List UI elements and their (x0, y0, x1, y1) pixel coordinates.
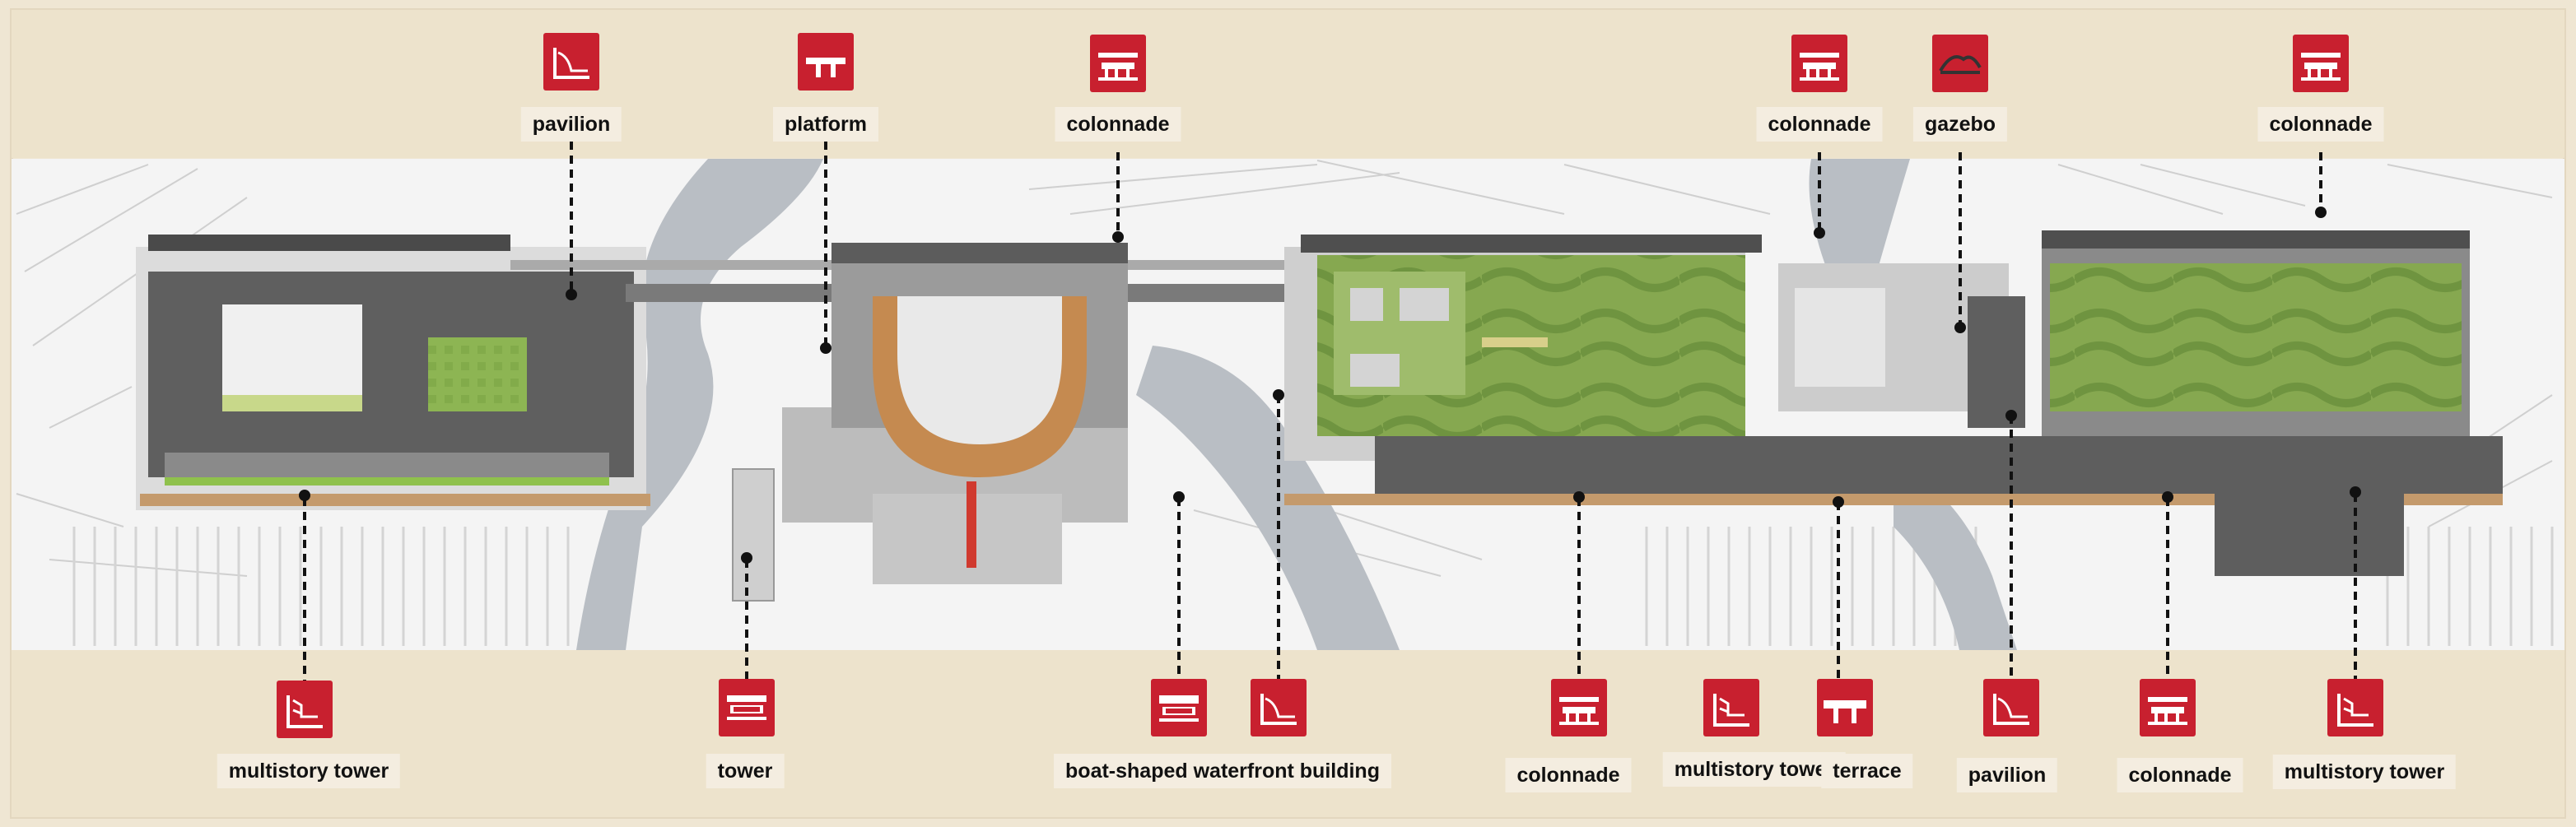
central-building (782, 243, 1128, 584)
street-grid (16, 160, 2553, 577)
callout-label-multistory-tower-1: multistory tower (217, 754, 401, 788)
callout-label-colonnade-1: colonnade (1055, 107, 1181, 142)
terrace-icon (1817, 679, 1873, 736)
multistory-tower-icon (277, 681, 333, 738)
callout-label-multistory-tower-3: multistory tower (2272, 755, 2457, 789)
colonnade-icon (1551, 679, 1607, 736)
callout-label-colonnade-5: colonnade (2117, 758, 2243, 792)
multistory-tower-icon (2327, 679, 2383, 736)
tower-icon (719, 679, 775, 736)
pavilion-icon (543, 33, 599, 91)
multistory-tower-icon (1703, 679, 1759, 736)
callout-label-multistory-tower-2: multistory tower (1662, 752, 1847, 787)
callout-label-pavilion-2: pavilion (1956, 758, 2058, 792)
callout-label-colonnade-2: colonnade (1756, 107, 1883, 142)
callout-label-tower: tower (706, 754, 785, 788)
leader-dots (299, 207, 2361, 564)
callout-label-boat-shaped-waterfront-building: boat-shaped waterfront building (1054, 754, 1391, 788)
leader-lines (303, 142, 2357, 687)
callout-label-terrace: terrace (1821, 754, 1913, 788)
boat-building-icon (1151, 679, 1207, 736)
colonnade-icon (1791, 35, 1847, 92)
tall-tower-building (732, 468, 775, 602)
colonnade-icon (2140, 679, 2196, 736)
colonnade-icon (1090, 35, 1146, 92)
callout-label-pavilion-1: pavilion (520, 107, 622, 142)
callout-label-gazebo: gazebo (1912, 107, 2008, 142)
platform-icon (798, 33, 854, 91)
callout-label-colonnade-4: colonnade (1505, 758, 1632, 792)
left-palace-complex (136, 235, 650, 510)
colonnade-icon (2293, 35, 2349, 92)
callout-label-colonnade-3: colonnade (2257, 107, 2384, 142)
gazebo-icon (1932, 35, 1988, 92)
right-complex (1284, 230, 2503, 576)
pavilion-icon (1251, 679, 1307, 736)
top-band (12, 10, 2564, 158)
pavilion-icon (1983, 679, 2039, 736)
callout-label-platform: platform (773, 107, 878, 142)
